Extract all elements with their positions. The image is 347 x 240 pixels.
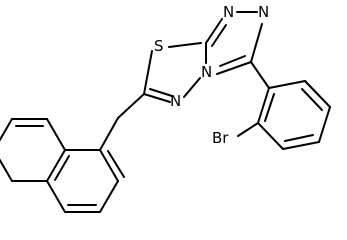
atom-bromine: Br	[212, 129, 229, 147]
bond-c5-ch2	[117, 93, 145, 119]
bond-naph-g	[46, 118, 66, 151]
bond-aryl-6-double	[264, 93, 275, 122]
bond-s-c5	[143, 50, 153, 95]
bond-naph-d	[46, 180, 66, 213]
bond-aryl-2	[304, 80, 331, 108]
bond-c3-aryl	[250, 61, 270, 89]
bond-naph-i	[0, 118, 13, 142]
atom-nitrogen-top-left: N	[223, 3, 234, 21]
atom-nitrogen-top-right: N	[258, 3, 269, 21]
bond-aryl-2-double	[301, 88, 323, 111]
bond-naph-l	[0, 158, 13, 182]
bond-c7a-n-top-left	[205, 18, 223, 44]
structure-drawing: S N N N N Br	[0, 3, 331, 213]
atom-sulfur: S	[154, 37, 164, 55]
bond-aryl-4	[282, 141, 320, 150]
bond-naph-e	[46, 149, 66, 182]
bond-naph-e-double	[54, 155, 70, 181]
bond-c3-n-bridge-double	[219, 55, 246, 67]
atom-nitrogen-bridge: N	[201, 63, 212, 81]
bond-naph-a-double	[107, 150, 125, 178]
bond-aryl-3	[318, 106, 331, 143]
molecule-diagram: S N N N N Br	[0, 3, 331, 213]
bond-aryl-6	[257, 87, 270, 124]
bond-c7a-n-top-left-double	[211, 24, 227, 47]
bond-ch2-naph	[99, 117, 119, 151]
bond-aryl-1	[268, 80, 306, 89]
bond-c5-n-lower	[143, 93, 171, 103]
bond-n-lower-n-bridge	[183, 77, 201, 98]
bond-aryl-4-double	[284, 134, 314, 142]
bond-c3-n-bridge	[216, 61, 252, 75]
bond-n-top-right-c3	[250, 23, 263, 63]
bond-aryl-br	[237, 122, 259, 137]
bond-c5-n-lower-double	[149, 88, 173, 97]
bond-naph-a	[99, 149, 119, 182]
bond-naph-b	[99, 180, 119, 213]
bond-aryl-5	[257, 122, 284, 150]
bond-s-c7a	[168, 42, 202, 48]
atom-nitrogen-lower: N	[170, 92, 181, 110]
